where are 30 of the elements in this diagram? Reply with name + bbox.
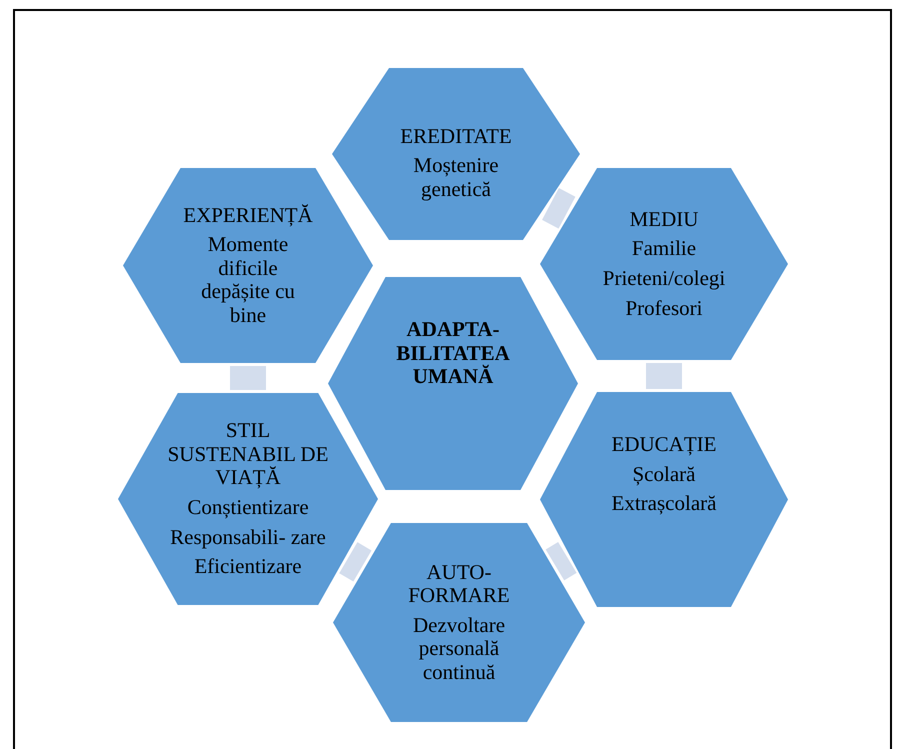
- node-title: EDUCAȚIE: [610, 433, 718, 457]
- node-title: STIL SUSTENABIL DE VIAȚĂ: [166, 419, 330, 490]
- hexagon: [123, 168, 373, 363]
- node-text: Moștenire genetică: [412, 154, 500, 202]
- hexagon: [328, 277, 578, 490]
- node-text: Extrașcolară: [610, 492, 718, 516]
- node-title: EXPERIENȚĂ: [182, 204, 314, 228]
- hexagon: [118, 393, 378, 605]
- node-text: Conștientizare: [186, 496, 310, 520]
- connector: [646, 363, 682, 389]
- connector: [339, 542, 372, 582]
- node-text: Responsabili- zare: [169, 526, 327, 550]
- node-text: Profesori: [624, 296, 704, 320]
- hexagon: [332, 68, 580, 240]
- hexagon: [540, 392, 788, 607]
- node-text: Momente dificile depășite cu bine: [200, 233, 296, 328]
- hexagon: [333, 523, 585, 722]
- connector: [546, 542, 577, 580]
- node-title: ADAPTA- BILITATEA UMANĂ: [395, 318, 511, 389]
- connector: [230, 366, 266, 390]
- node-text: Prieteni/colegi: [602, 267, 726, 291]
- node-title: AUTO- FORMARE: [407, 560, 511, 608]
- node-text: Școlară: [632, 462, 696, 486]
- node-text: Familie: [630, 237, 698, 261]
- node-text: Eficientizare: [193, 555, 303, 579]
- node-title: MEDIU: [628, 208, 700, 232]
- hexagon: [540, 168, 788, 360]
- node-text: Dezvoltare personală continuă: [412, 614, 506, 684]
- node-title: EREDITATE: [399, 124, 513, 148]
- connector: [542, 188, 576, 229]
